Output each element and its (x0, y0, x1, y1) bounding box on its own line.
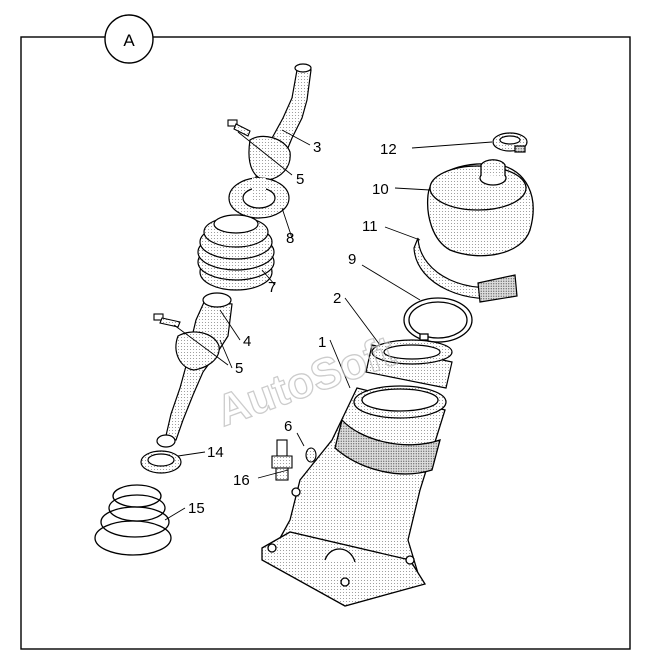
callout-6: 6 (284, 418, 292, 435)
part-10-cover (426, 159, 534, 257)
section-badge: A (104, 14, 154, 64)
part-7-bellows-boot (197, 214, 275, 291)
part-16-fitting (271, 439, 293, 481)
callout-4: 4 (243, 333, 251, 350)
callout-5-lower: 5 (235, 360, 243, 377)
part-9-snap-ring (403, 297, 473, 343)
part-8-washer (228, 177, 290, 219)
callout-11: 11 (362, 218, 378, 235)
part-1-housing (261, 385, 447, 607)
part-15-spring (94, 484, 172, 556)
callout-1: 1 (318, 334, 326, 351)
callout-3: 3 (313, 139, 321, 156)
part-5-pin-lower (153, 313, 181, 328)
part-5-pin-upper (227, 119, 251, 137)
part-12-clip (492, 132, 528, 153)
callout-8: 8 (286, 230, 294, 247)
part-2-bushing (365, 339, 453, 389)
callout-14: 14 (207, 444, 224, 461)
callout-5-upper: 5 (296, 171, 304, 188)
callout-10: 10 (372, 181, 389, 198)
callout-9: 9 (348, 251, 356, 268)
diagram-frame (20, 36, 631, 650)
callout-2: 2 (333, 290, 341, 307)
part-11-clamp (413, 237, 518, 303)
callout-7: 7 (268, 279, 276, 296)
section-badge-label: A (123, 31, 135, 50)
part-14-ring (140, 450, 182, 474)
part-3-gear-lever (248, 63, 312, 197)
callout-16: 16 (233, 472, 250, 489)
leader-lines (164, 129, 493, 521)
callout-12: 12 (380, 141, 397, 158)
part-4-shift-shaft (156, 292, 233, 448)
callout-15: 15 (188, 500, 205, 517)
callouts: 3 5 8 7 4 5 14 15 16 6 1 2 9 11 10 12 (188, 139, 397, 517)
part-6-ball (305, 447, 317, 463)
